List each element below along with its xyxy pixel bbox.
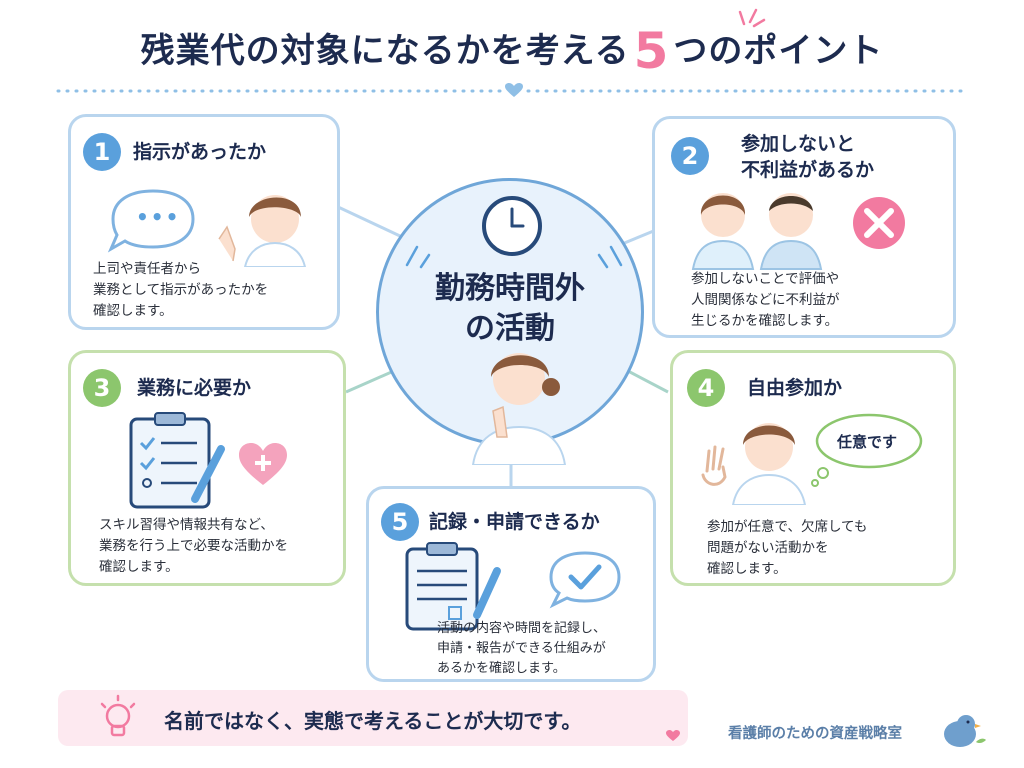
point-number-2: 2 (671, 137, 709, 175)
bottom-banner: 名前ではなく、実態で考えることが大切です。 (58, 690, 688, 746)
nurse-pointing-illustration (107, 189, 307, 267)
point-description-1: 上司や責任者から 業務として指示があったかを 確認します。 (93, 261, 269, 319)
title-number: 5 (633, 22, 670, 80)
title-divider (56, 83, 968, 97)
title-suffix: つのポイント (673, 31, 884, 71)
bird-icon (944, 715, 986, 747)
record-clipboard-illustration (405, 542, 621, 631)
center-title: 勤務時間外 の活動 (435, 271, 585, 346)
point-card-4: 4 自由参加か 任意です 参加が任意で、欠席しても 問題がない活動かを 確認しま… (670, 350, 956, 586)
lightbulb-icon (100, 694, 136, 737)
nurse-thinking-illustration (471, 353, 567, 465)
point-card-3: 3 業務に必要か スキル習得や情報共有など、 業務を行う上で必要な活動かを 確認… (68, 350, 346, 586)
sparkle-icon (738, 8, 766, 28)
point-title-4: 自由参加か (747, 377, 843, 399)
brand-name: 看護師のための資産戦略室 (728, 726, 902, 742)
bottom-message: 名前ではなく、実態で考えることが大切です。 (164, 709, 582, 733)
point-description-5: 活動の内容や時間を記録し、 申請・報告ができる仕組みが あるかを確認します。 (437, 621, 607, 676)
point-title-5: 記録・申請できるか (429, 511, 600, 533)
point-number-4: 4 (687, 369, 725, 407)
point-title-1: 指示があったか (133, 141, 267, 163)
heart-icon (505, 83, 523, 97)
small-heart-icon (666, 730, 680, 741)
title-prefix: 残業代の対象になるかを考える (140, 31, 630, 71)
center-circle: 勤務時間外 の活動 (376, 178, 644, 465)
speech-bubble-icon (107, 189, 195, 253)
point-card-1: 1 指示があったか ••• 上司や責任者から 業務として指示があったかを 確認し… (68, 114, 340, 330)
point-number-1: 1 (83, 133, 121, 171)
point-title-3: 業務に必要か (137, 377, 252, 399)
point-description-2: 参加しないことで評価や 人間関係などに不利益が 生じるかを確認します。 (691, 271, 840, 329)
point-number-5: 5 (381, 503, 419, 541)
nurse-waving-illustration (701, 413, 923, 505)
point-title-2: 参加しないと 不利益があるか (741, 133, 875, 181)
speech-dots: ••• (136, 205, 181, 229)
point-description-4: 参加が任意で、欠席しても 問題がない活動かを 確認します。 (707, 519, 868, 577)
clipboard-illustration (129, 412, 287, 509)
thought-bubble-icon (815, 413, 923, 469)
thought-text: 任意です (837, 433, 898, 451)
point-card-5: 5 記録・申請できるか 活動の内容や時間を記録し、 申請・報告ができる仕組みが … (366, 486, 656, 682)
point-description-3: スキル習得や情報共有など、 業務を行う上で必要な活動かを 確認します。 (99, 517, 288, 575)
two-nurses-illustration (691, 193, 905, 270)
point-number-3: 3 (83, 369, 121, 407)
point-card-2: 2 参加しないと 不利益があるか 参加しないことで評価や 人間関係などに不利益が… (652, 116, 956, 338)
clock-icon (482, 196, 542, 256)
sparkle-lines (405, 245, 623, 269)
